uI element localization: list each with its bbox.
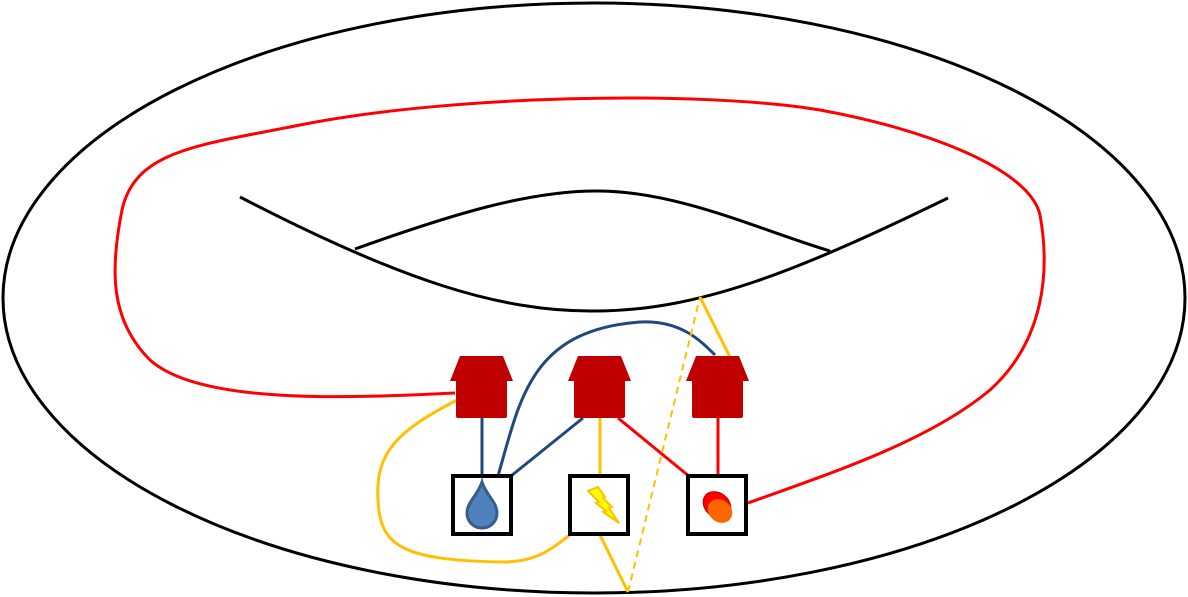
house-3 [686, 356, 749, 418]
torus-hole-upper [354, 189, 831, 253]
gas-utility [686, 474, 748, 536]
water-utility [451, 474, 513, 536]
electric-edge-house3-front [598, 534, 630, 593]
house-2 [568, 356, 631, 418]
electric-edge-house3-top [698, 296, 732, 358]
house-icon [450, 356, 513, 418]
gas-edge-house1 [113, 96, 1046, 505]
flame-icon [702, 491, 733, 523]
house-1 [450, 356, 513, 418]
gas-edge-house2 [617, 416, 691, 479]
torus-hole-lower [239, 195, 949, 313]
water-edge-house3 [496, 320, 717, 477]
electric-edge-house1 [376, 398, 571, 564]
house-icon [686, 356, 749, 418]
lightning-icon [586, 485, 620, 524]
water-edge-house2 [510, 416, 584, 478]
house-icon [568, 356, 631, 418]
electricity-utility [568, 474, 630, 536]
electric-edge-house3-back [627, 296, 701, 593]
water-drop-icon [465, 476, 499, 530]
